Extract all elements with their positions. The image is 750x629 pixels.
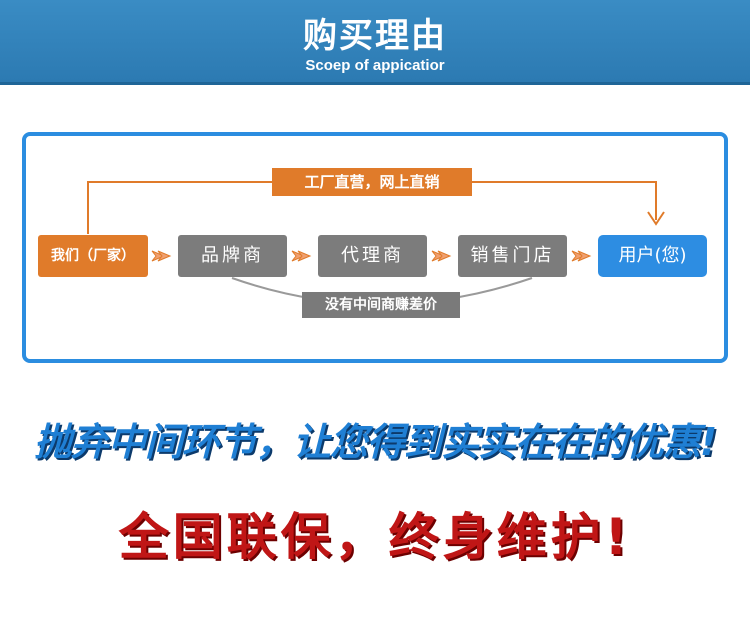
chevron-arrow-4: [571, 250, 592, 262]
flow-step-agent: 代理商: [318, 235, 427, 277]
direct-route-arrowhead: [647, 211, 665, 226]
flow-origin-box: 我们（厂家）: [38, 235, 148, 277]
direct-sales-label: 工厂直营，网上直销: [272, 168, 472, 196]
chevron-arrow-3: [431, 250, 452, 262]
header-banner: 购买理由 Scoep of appicatior: [0, 0, 750, 85]
flow-step-brand: 品牌商: [178, 235, 287, 277]
no-middleman-label: 没有中间商赚差价: [302, 292, 460, 318]
flow-end-user-box: 用户(您): [598, 235, 707, 277]
flow-step-store: 销售门店: [458, 235, 567, 277]
page-title: 购买理由: [303, 16, 447, 56]
chevron-arrow-2: [291, 250, 312, 262]
slogan-line-2: 全国联保，终身维护!: [118, 508, 632, 566]
slogan-line-1: 抛弃中间环节，让您得到实实在在的优惠!: [33, 420, 717, 464]
page-subtitle: Scoep of appicatior: [305, 57, 445, 74]
chevron-arrow-1: [151, 250, 172, 262]
